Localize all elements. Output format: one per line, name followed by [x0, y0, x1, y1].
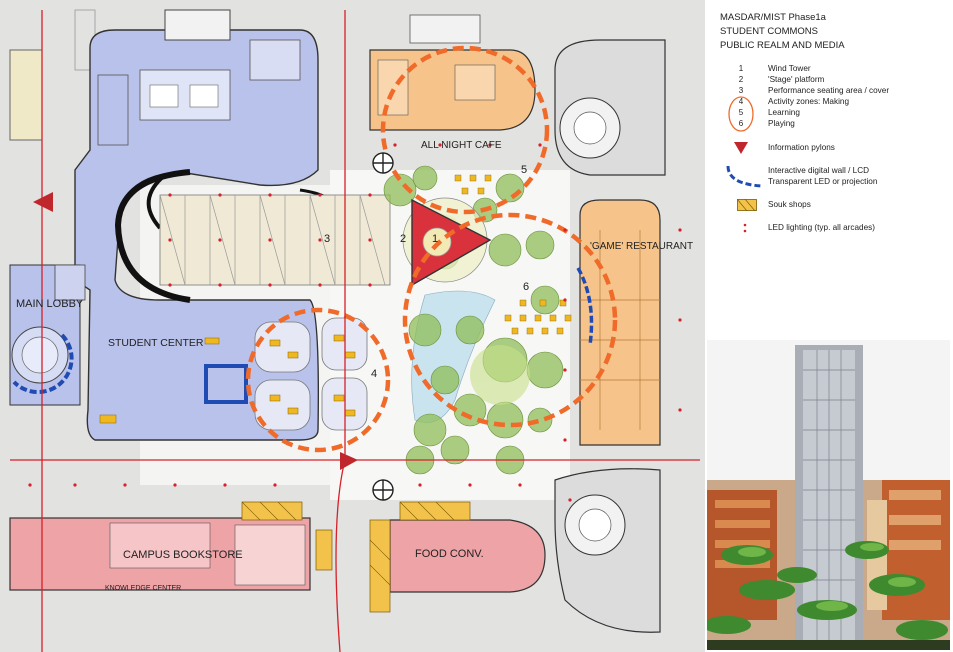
souk-shops-icon: [737, 199, 757, 211]
legend-title-2: STUDENT COMMONS: [720, 26, 818, 37]
digital-wall-icon: [726, 165, 763, 188]
led-lighting: [28, 143, 682, 502]
label-zone-3: 3: [324, 233, 331, 245]
label-all-night-cafe: ALL NIGHT CAFE: [421, 140, 502, 151]
legend-title-1: MASDAR/MIST Phase1a: [720, 12, 826, 23]
label-food-conv: FOOD CONV.: [415, 548, 484, 560]
activity-zone-rings: [245, 45, 618, 453]
legend-num-5: 5: [738, 108, 744, 117]
label-knowledge-center: KNOWLEDGE CENTER: [105, 585, 182, 592]
legend-digital-wall-1: Interactive digital wall / LCD: [768, 166, 870, 175]
legend-text-5: Learning: [768, 108, 800, 117]
digital-wall-lobby: [12, 333, 74, 395]
souk-shops: [241, 501, 471, 613]
label-zone-6: 6: [523, 281, 530, 293]
digital-wall-student-center: [204, 364, 248, 404]
model-photo: [707, 340, 950, 650]
information-pylons: [33, 192, 358, 470]
legend-info-pylons: Information pylons: [768, 143, 835, 152]
digital-wall-restaurant: [576, 267, 594, 346]
legend-text-1: Wind Tower: [768, 64, 811, 73]
legend-num-4: 4: [738, 97, 744, 106]
led-lighting-icon: [743, 223, 747, 233]
label-zone-1: 1: [432, 233, 439, 245]
legend-num-2: 2: [738, 75, 744, 84]
legend-led-lighting: LED lighting (typ. all arcades): [768, 223, 875, 232]
legend-souk-shops: Souk shops: [768, 200, 811, 209]
legend-text-2: 'Stage' platform: [768, 75, 825, 84]
label-game-restaurant: 'GAME' RESTAURANT: [590, 241, 694, 252]
legend-title-3: PUBLIC REALM AND MEDIA: [720, 40, 845, 51]
legend-digital-wall-2: Transparent LED or projection: [768, 177, 878, 186]
label-zone-5: 5: [521, 164, 528, 176]
label-zone-4: 4: [371, 368, 378, 380]
info-pylon-icon: [734, 142, 748, 154]
legend-activity-ring-icon: [728, 96, 754, 132]
label-main-lobby: MAIN LOBBY: [16, 298, 84, 310]
legend-text-3: Performance seating area / cover: [768, 86, 890, 95]
legend-text-6: Playing: [768, 119, 795, 128]
food-conv-building: [389, 519, 546, 593]
legend-text-4: Activity zones: Making: [768, 97, 849, 106]
left-tower: [9, 49, 43, 141]
legend-num-3: 3: [738, 86, 744, 95]
label-zone-2: 2: [400, 233, 407, 245]
performance-seating: [159, 194, 391, 286]
site-plan: [0, 0, 705, 652]
legend-num-6: 6: [738, 119, 744, 128]
legend-num-1: 1: [738, 64, 744, 73]
label-campus-bookstore: CAMPUS BOOKSTORE: [123, 549, 243, 561]
label-student-center: STUDENT CENTER: [108, 337, 204, 349]
